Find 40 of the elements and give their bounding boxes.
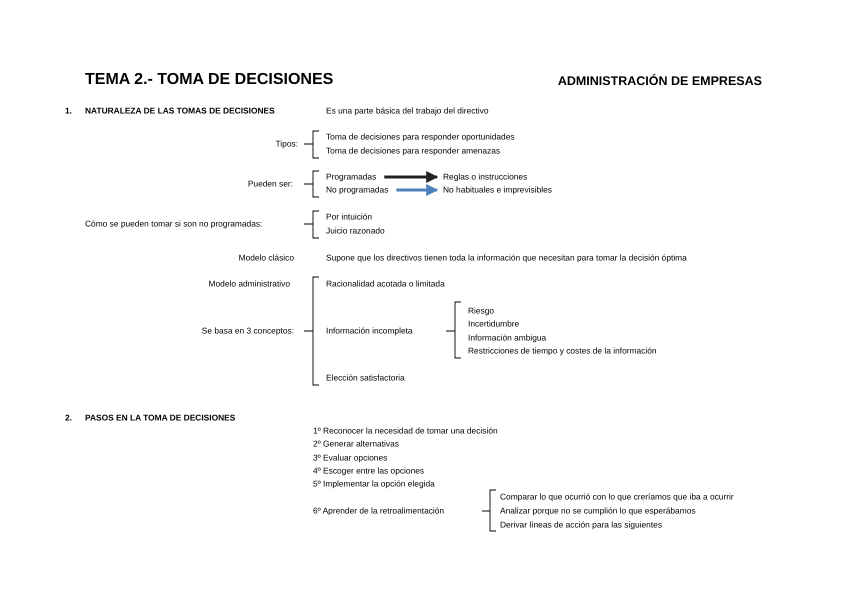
category-label: Modelo clásico: [238, 252, 294, 264]
page-title: TEMA 2.- TOMA DE DECISIONES: [85, 70, 334, 90]
subject-heading: ADMINISTRACIÓN DE EMPRESAS: [558, 73, 762, 89]
list-item: Racionalidad acotada o limitada: [326, 278, 445, 290]
category-label: Modelo administrativo: [208, 278, 290, 290]
list-item: Elección satisfactoria: [326, 372, 405, 384]
step-item: 2º Generar alternativas: [313, 438, 399, 450]
list-item: Riesgo: [468, 306, 494, 316]
step-item: 3º Evaluar opciones: [313, 452, 388, 464]
arrow: [396, 184, 438, 196]
section-number: 1.: [65, 106, 72, 116]
step-item: 6º Aprender de la retroalimentación: [313, 506, 444, 516]
list-item: No programadas: [326, 184, 388, 196]
definition-text: Es una parte básica del trabajo del directivo: [326, 106, 488, 116]
category-label: Tipos:: [276, 138, 298, 150]
section-number: 2.: [65, 412, 72, 424]
list-item: Toma de decisiones para responder amenazas: [326, 146, 500, 156]
step-item: 4º Escoger entre las opciones: [313, 466, 424, 476]
list-item: Comparar lo que ocurrió con lo que creríamos que iba a ocurrir: [500, 492, 734, 502]
list-item: No habituales e imprevisibles: [443, 184, 552, 196]
category-label: Pueden ser:: [248, 178, 293, 190]
list-item: Reglas o instrucciones: [443, 172, 528, 182]
list-item: Derivar líneas de acción para las siguientes: [500, 520, 662, 530]
step-item: 5º Implementar la opción elegida: [313, 478, 435, 490]
list-item: Programadas: [326, 172, 376, 182]
list-item: Juicio razonado: [326, 226, 385, 236]
definition-text: Supone que los directivos tienen toda la información que necesitan para tomar la decisión óptima: [326, 252, 687, 264]
category-label: Se basa en 3 conceptos:: [202, 326, 294, 336]
list-item: Por intuición: [326, 212, 372, 222]
list-item: Información ambigua: [468, 332, 546, 344]
list-item: Incertidumbre: [468, 318, 520, 330]
list-item: Información incompleta: [326, 326, 413, 336]
step-item: 1º Reconocer la necesidad de tomar una decisión: [313, 426, 498, 436]
list-item: Analizar porque no se cumplión lo que esperábamos: [500, 506, 696, 516]
list-item: Restricciones de tiempo y costes de la información: [468, 346, 657, 356]
arrow: [384, 171, 438, 183]
section-heading: PASOS EN LA TOMA DE DECISIONES: [85, 412, 236, 424]
category-label: Cómo se pueden tomar si son no programadas:: [85, 218, 262, 230]
section-heading: NATURALEZA DE LAS TOMAS DE DECISIONES: [85, 106, 275, 116]
list-item: Toma de decisiones para responder oportunidades: [326, 132, 515, 142]
